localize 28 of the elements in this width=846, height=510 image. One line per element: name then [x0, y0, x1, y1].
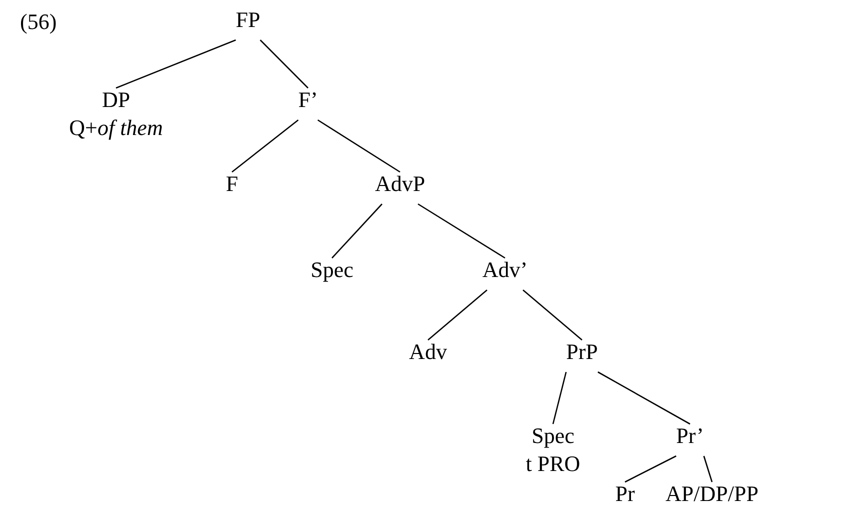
tree-branch: [428, 290, 488, 340]
tree-branch: [116, 39, 236, 89]
category-label: DP: [100, 86, 132, 114]
tree-branch: [522, 290, 582, 340]
category-label: Pr’: [676, 422, 704, 450]
category-label: FP: [236, 6, 260, 34]
tree-branch: [418, 203, 506, 259]
category-label: Adv’: [482, 256, 528, 284]
tree-branch: [598, 371, 690, 425]
constituent-annotation: t PRO: [526, 450, 580, 478]
category-label: Adv: [409, 338, 447, 366]
category-label: F’: [298, 86, 318, 114]
tree-branch: [703, 456, 713, 482]
category-label: F: [226, 170, 238, 198]
constituent-annotation: Q+of them: [69, 114, 163, 142]
category-label: Spec: [310, 256, 354, 284]
tree-branch: [317, 119, 400, 173]
category-label: Pr: [615, 480, 635, 508]
category-label: PrP: [566, 338, 598, 366]
category-label: Spec: [530, 422, 576, 450]
example-number: (56): [20, 8, 57, 36]
category-label: AdvP: [374, 170, 426, 198]
tree-branch: [552, 372, 567, 424]
category-label: AP/DP/PP: [666, 480, 758, 508]
tree-branch: [332, 204, 382, 258]
tree-branch: [260, 40, 308, 88]
tree-branch: [624, 455, 676, 483]
tree-branch: [232, 119, 299, 173]
